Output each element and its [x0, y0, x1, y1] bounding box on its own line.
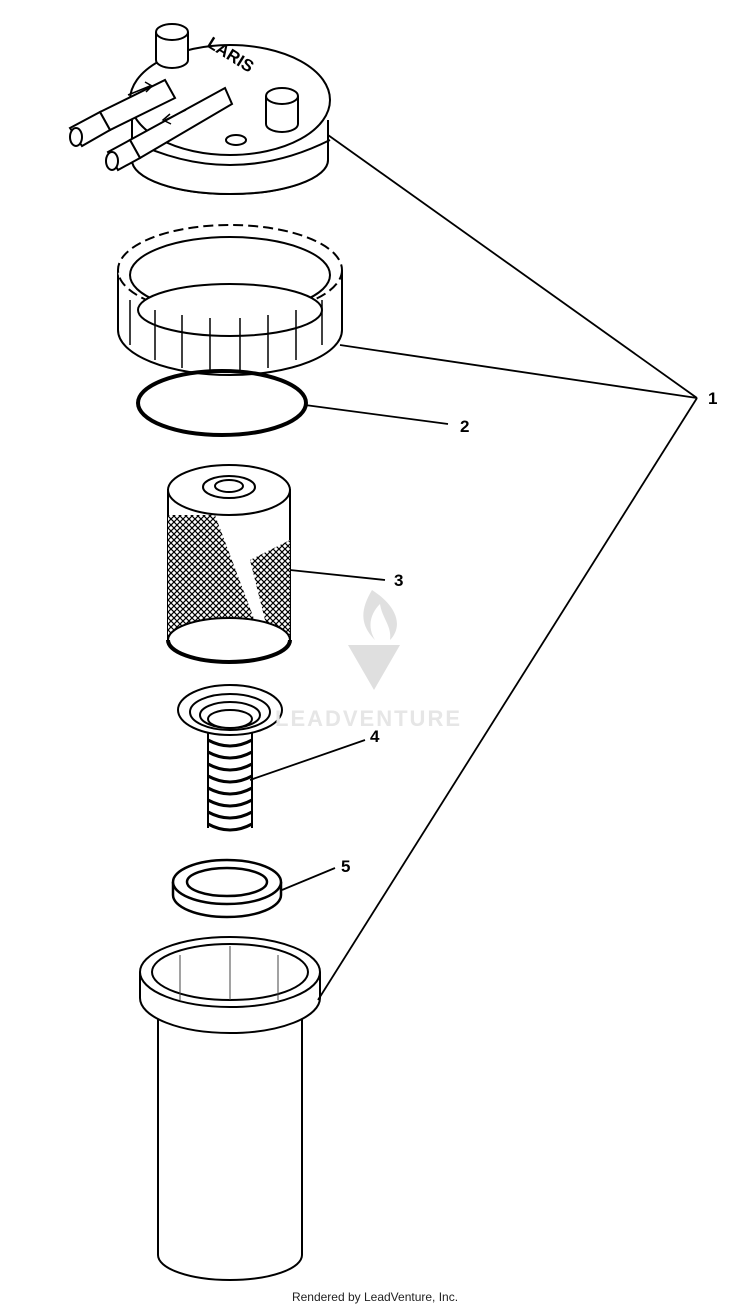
conical-spring: [177, 684, 283, 832]
filter-bowl: [139, 936, 321, 1281]
notched-retaining-ring: [117, 224, 343, 376]
watermark-text: LEADVENTURE: [275, 706, 463, 731]
filter-element: [166, 464, 292, 664]
leadventure-logo-icon: [348, 590, 400, 690]
callout-5: 5: [341, 857, 350, 876]
callout-3: 3: [394, 571, 403, 590]
callout-2: 2: [460, 417, 469, 436]
leader-lines: [249, 134, 698, 1001]
callout-1: 1: [708, 389, 717, 408]
footer-credit: Rendered by LeadVenture, Inc.: [291, 1290, 459, 1304]
o-ring: [136, 369, 308, 437]
filter-head-cap: [68, 23, 331, 195]
washer: [171, 858, 283, 919]
callout-4: 4: [370, 727, 380, 746]
